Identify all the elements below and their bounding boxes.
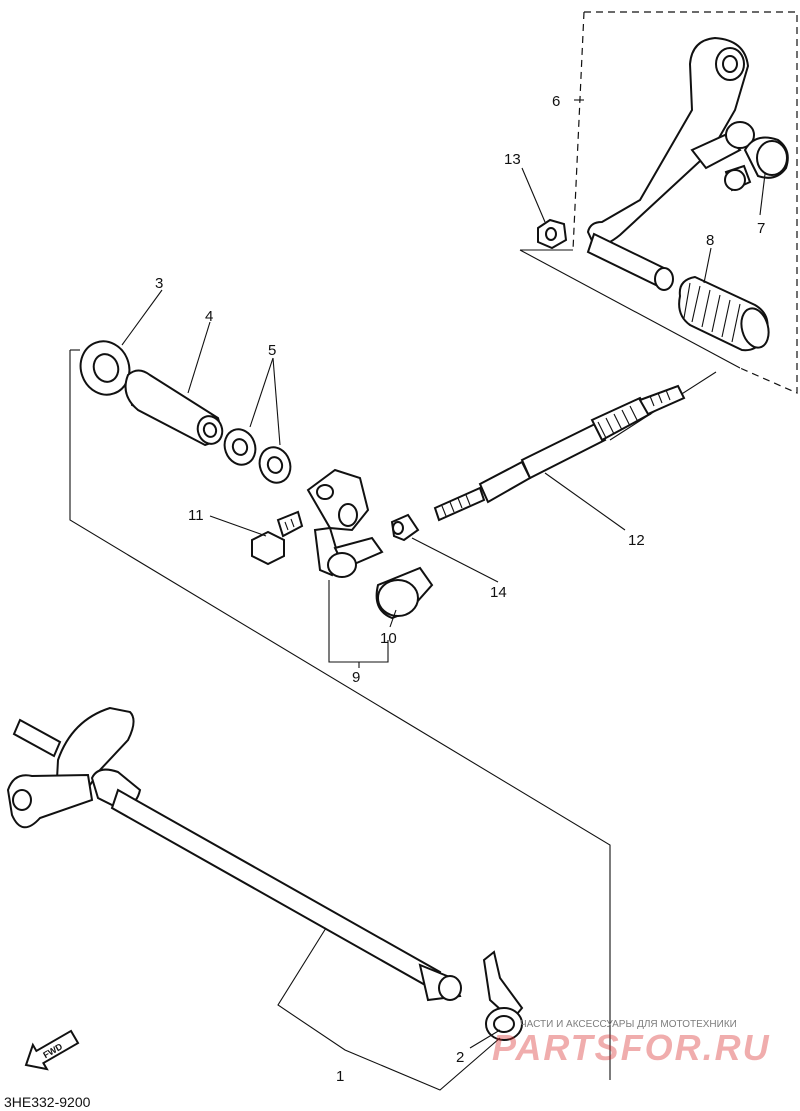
pedal-rubber-part-8 xyxy=(678,275,770,352)
callout-4: 4 xyxy=(205,308,213,325)
nut-part-14 xyxy=(390,513,420,542)
watermark-tagline: ЧАСТИ И АКСЕССУАРЫ ДЛЯ МОТОТЕХНИКИ xyxy=(520,1019,737,1030)
shift-pedal-part-6 xyxy=(586,36,755,291)
shift-shaft-part-1 xyxy=(6,706,462,1002)
nut-part-13 xyxy=(537,218,568,250)
callout-14: 14 xyxy=(490,584,507,601)
callout-5: 5 xyxy=(268,342,276,359)
forward-arrow-icon: FWD xyxy=(24,1029,80,1071)
callout-11: 11 xyxy=(188,507,204,524)
pedal-group-frame xyxy=(519,11,798,394)
oil-seal-part-3 xyxy=(79,340,131,396)
watermark-brand: PARTSFOR.RU xyxy=(492,1027,771,1068)
washers-part-5 xyxy=(223,428,292,484)
diagram-part-code: 3HE332-9200 xyxy=(4,1094,91,1110)
shaft-group-frame xyxy=(69,349,717,1080)
callout-2: 2 xyxy=(456,1049,464,1066)
pivot-part-7 xyxy=(724,136,789,192)
shift-rod-part-12 xyxy=(433,384,686,522)
cover-part-10 xyxy=(375,566,434,620)
callout-numbers: 3 4 5 11 6 13 7 8 12 14 10 9 2 1 xyxy=(155,93,765,1085)
callout-6: 6 xyxy=(552,93,560,110)
callout-7: 7 xyxy=(757,220,765,237)
bolt-part-11 xyxy=(251,510,304,566)
callout-1: 1 xyxy=(336,1068,344,1085)
callout-13: 13 xyxy=(504,151,521,168)
leader-lines xyxy=(121,99,766,1091)
callout-12: 12 xyxy=(628,532,645,549)
collar-part-4 xyxy=(124,369,224,447)
callout-9: 9 xyxy=(352,669,360,686)
lever-joint-part-9 xyxy=(306,468,384,578)
callout-3: 3 xyxy=(155,275,163,292)
watermark: ЧАСТИ И АКСЕССУАРЫ ДЛЯ МОТОТЕХНИКИ PARTS… xyxy=(492,1019,771,1068)
callout-8: 8 xyxy=(706,232,714,249)
spring-part-2 xyxy=(482,950,524,1041)
callout-10: 10 xyxy=(380,630,397,647)
